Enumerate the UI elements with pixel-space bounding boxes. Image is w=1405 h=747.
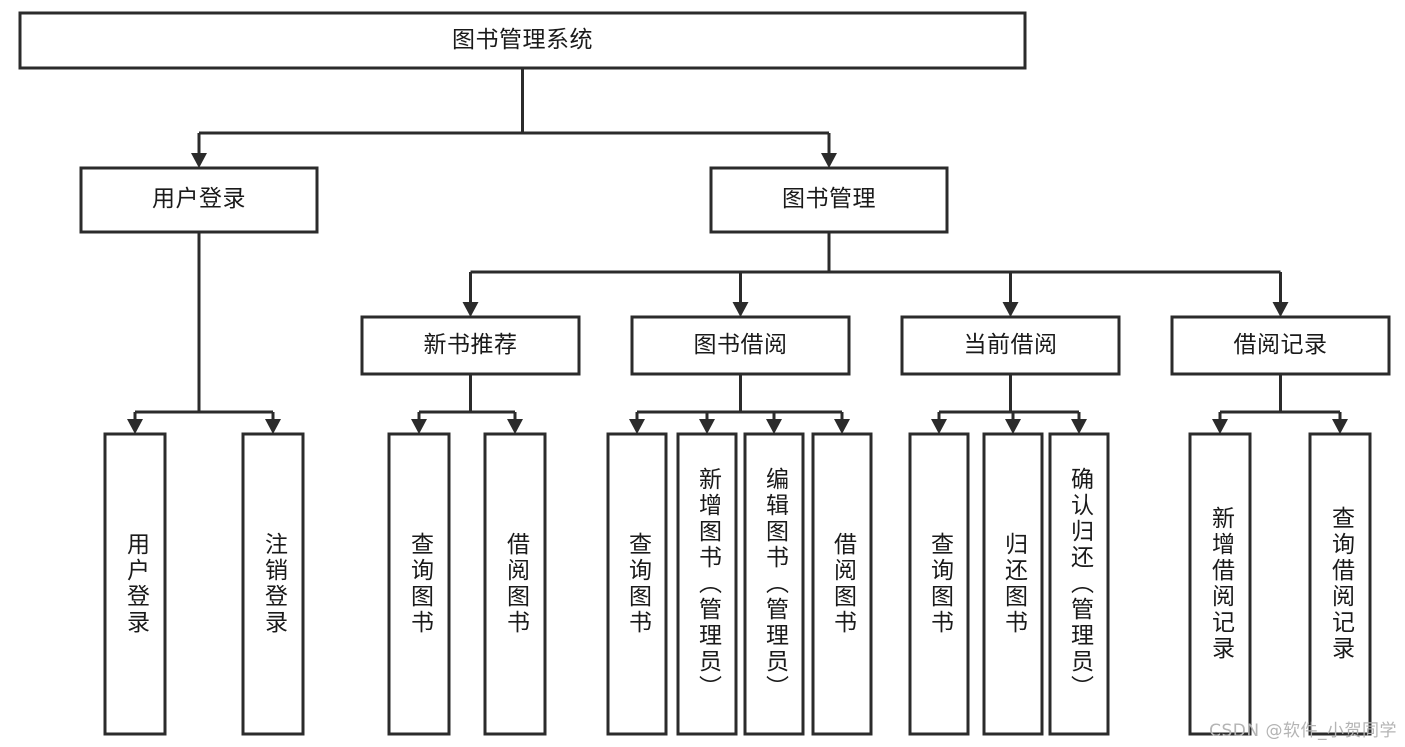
node-box-leaf-edit-book-admin[interactable]: [743, 432, 805, 736]
user-login-to-leaf-logout-login-1-arrowhead: [265, 419, 281, 434]
bm-to-borrow-record-3-arrowhead: [1272, 302, 1289, 317]
current-borrow-to-leaf-query-book-3-0-arrowhead: [931, 419, 947, 434]
node-box-current-borrow[interactable]: [900, 315, 1121, 376]
node-box-leaf-return-book[interactable]: [982, 432, 1044, 736]
connector-layer: [127, 68, 1348, 434]
borrow-record-to-leaf-add-borrow-record-0-arrowhead: [1212, 419, 1228, 434]
bm-to-new-book-recommend-0-arrowhead: [462, 302, 479, 317]
node-box-new-book-recommend[interactable]: [360, 315, 581, 376]
node-box-leaf-add-book-admin[interactable]: [676, 432, 738, 736]
new-book-recommend-to-leaf-query-book-1-0-arrowhead: [411, 419, 427, 434]
new-book-recommend-to-leaf-borrow-book-1-1-arrowhead: [507, 419, 523, 434]
node-box-layer: [18, 11, 1391, 736]
book-borrow-to-leaf-add-book-admin-1-arrowhead: [699, 419, 715, 434]
node-box-leaf-query-borrow-record[interactable]: [1308, 432, 1372, 736]
bm-to-book-borrow-1-arrowhead: [732, 302, 749, 317]
book-borrow-to-leaf-query-book-2-0-arrowhead: [629, 419, 645, 434]
book-borrow-to-leaf-edit-book-admin-2-arrowhead: [766, 419, 782, 434]
node-box-leaf-query-book-2[interactable]: [606, 432, 668, 736]
current-borrow-to-leaf-return-book-1-arrowhead: [1005, 419, 1021, 434]
bm-to-current-borrow-2-arrowhead: [1002, 302, 1019, 317]
node-box-system-title[interactable]: [18, 11, 1027, 70]
node-box-leaf-user-login[interactable]: [103, 432, 167, 736]
node-box-leaf-add-borrow-record[interactable]: [1188, 432, 1252, 736]
root-to-user-login-0-arrowhead: [191, 153, 207, 168]
current-borrow-to-leaf-confirm-return-admin-2-arrowhead: [1071, 419, 1087, 434]
node-box-leaf-borrow-book-2[interactable]: [811, 432, 873, 736]
root-to-book-management-1-arrowhead: [821, 153, 837, 168]
node-box-book-management[interactable]: [709, 166, 949, 234]
book-borrow-to-leaf-borrow-book-2-3-arrowhead: [834, 419, 850, 434]
borrow-record-to-leaf-query-borrow-record-1-arrowhead: [1332, 419, 1348, 434]
user-login-to-leaf-user-login-0-arrowhead: [127, 419, 143, 434]
node-box-leaf-borrow-book-1[interactable]: [483, 432, 547, 736]
node-box-leaf-logout-login[interactable]: [241, 432, 305, 736]
node-box-borrow-record[interactable]: [1170, 315, 1391, 376]
node-box-user-login[interactable]: [79, 166, 319, 234]
node-box-book-borrow[interactable]: [630, 315, 851, 376]
node-box-leaf-confirm-return-admin[interactable]: [1048, 432, 1110, 736]
node-box-leaf-query-book-3[interactable]: [908, 432, 970, 736]
watermark: CSDN @软件_小贺同学: [1209, 721, 1397, 741]
node-box-leaf-query-book-1[interactable]: [387, 432, 451, 736]
